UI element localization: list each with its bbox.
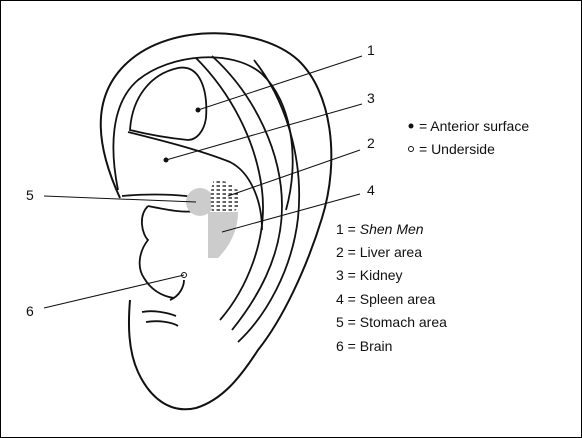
liver-area <box>210 180 240 212</box>
ear-outline <box>99 32 333 411</box>
lobe-crease-lower <box>145 320 179 327</box>
antitragus <box>169 279 185 301</box>
leader-5 <box>43 195 197 203</box>
lobe-crease <box>141 310 177 317</box>
helix-descending <box>237 59 301 343</box>
anterior-surface-label: = Anterior surface <box>419 118 530 134</box>
callout-1: 1 <box>367 42 375 58</box>
callout-3: 3 <box>367 90 375 106</box>
callout-2: 2 <box>367 135 375 151</box>
underside-label: = Underside <box>419 141 495 157</box>
triangular-fossa <box>129 66 208 141</box>
callout-5: 5 <box>26 187 34 203</box>
legend-item-1: 1 = Shen Men <box>336 221 424 237</box>
leader-4 <box>221 193 361 233</box>
callout-6: 6 <box>26 303 34 319</box>
legend-item-6: 6 = Brain <box>336 338 393 354</box>
legend-item-2: 2 = Liver area <box>336 244 423 260</box>
underside-symbol <box>408 146 414 152</box>
leader-2 <box>227 149 361 197</box>
antihelix-crus <box>127 131 263 231</box>
stomach-area <box>186 188 214 216</box>
tragus <box>138 205 175 299</box>
leader-3 <box>165 103 363 161</box>
legend-item-5: 5 = Stomach area <box>336 314 447 330</box>
spleen-area <box>208 212 238 258</box>
antihelix-outer <box>195 57 264 321</box>
callout-4: 4 <box>367 182 375 198</box>
anterior-symbol <box>408 123 414 129</box>
leader-1 <box>197 55 363 111</box>
legend-item-4: 4 = Spleen area <box>336 291 436 307</box>
leader-6 <box>43 274 185 309</box>
legend-item-3: 3 = Kidney <box>336 267 403 283</box>
